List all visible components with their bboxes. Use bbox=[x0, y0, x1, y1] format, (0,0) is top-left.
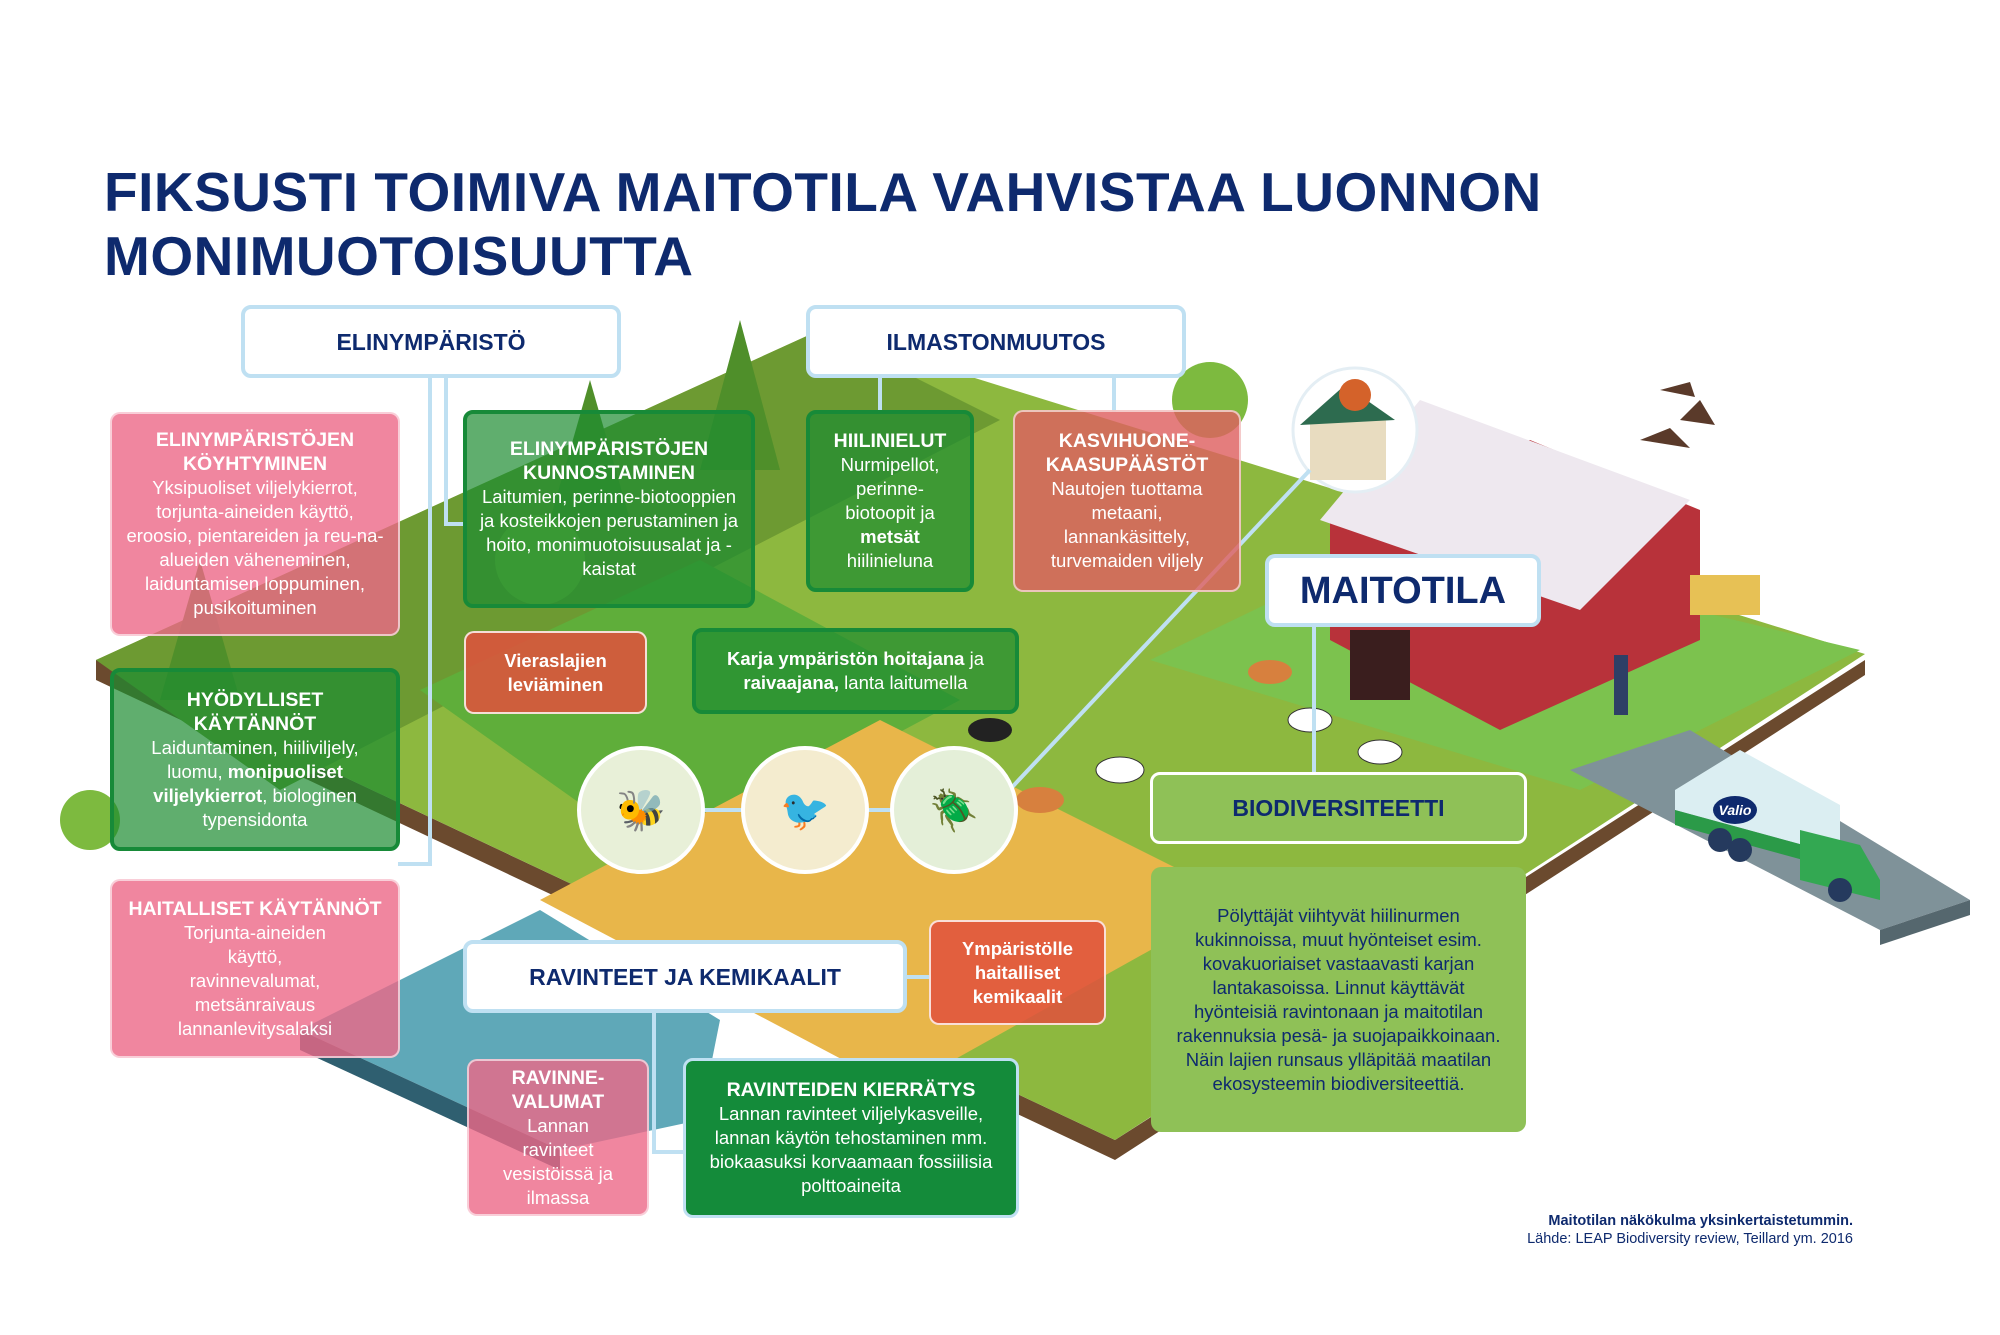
box-ymparistolle-haitalliset-kemikaalit: Ympäristölle haitalliset kemikaalit bbox=[929, 920, 1106, 1025]
box-kasvihuonekaasupaastot: KASVIHUONE-KAASUPÄÄSTÖT Nautojen tuottam… bbox=[1013, 410, 1241, 592]
box-text: Pölyttäjät viihtyvät hiilinurmen kukinno… bbox=[1176, 904, 1501, 1094]
header-elinymparisto: ELINYMPÄRISTÖ bbox=[241, 305, 621, 378]
box-haitalliset-kaytannot: HAITALLISET KÄYTÄNNÖT Torjunta-aineiden … bbox=[110, 879, 400, 1058]
text-bold: raivaajana, bbox=[743, 672, 840, 693]
text-bold: metsät bbox=[860, 526, 920, 547]
hay-bales bbox=[1690, 575, 1760, 615]
farmer bbox=[1614, 655, 1628, 715]
header-label: MAITOTILA bbox=[1299, 569, 1507, 612]
box-heading: HAITALLISET KÄYTÄNNÖT bbox=[128, 897, 382, 920]
cows bbox=[968, 660, 1403, 813]
connector bbox=[652, 1150, 684, 1154]
text-bold: Karja ympäristön hoitajana bbox=[726, 648, 965, 669]
connector bbox=[1112, 378, 1116, 412]
text-part: , biologinen typensidonta bbox=[202, 784, 357, 830]
box-text: Laiduntaminen, hiiliviljely, luomu, moni… bbox=[126, 736, 384, 832]
header-ravinteet-ja-kemikaalit: RAVINTEET JA KEMIKAALIT bbox=[463, 940, 907, 1013]
box-heading: KASVIHUONE-KAASUPÄÄSTÖT bbox=[1045, 430, 1209, 476]
milk-truck: Valio bbox=[1675, 750, 1880, 902]
footnote-source: Lähde: LEAP Biodiversity review, Teillar… bbox=[1527, 1231, 1853, 1247]
box-heading: HYÖDYLLISET KÄYTÄNNÖT bbox=[186, 688, 324, 735]
text-part: ja bbox=[964, 648, 985, 669]
connector bbox=[905, 975, 931, 979]
box-text: Nautojen tuottama metaani, lannankäsitte… bbox=[1050, 478, 1204, 571]
birdhouse bbox=[1291, 366, 1419, 494]
connector bbox=[878, 378, 882, 412]
title-line-1: FIKSUSTI TOIMIVA MAITOTILA VAHVISTAA LUO… bbox=[104, 161, 1542, 223]
text-part: lanta laitumella bbox=[839, 672, 968, 693]
header-label: ELINYMPÄRISTÖ bbox=[336, 328, 526, 355]
header-ilmastonmuutos: ILMASTONMUUTOS bbox=[806, 305, 1186, 378]
box-text: Lannan ravinteet vesistöissä ja ilmassa bbox=[502, 1114, 613, 1208]
box-ravinteiden-kierratys: RAVINTEIDEN KIERRÄTYS Lannan ravinteet v… bbox=[683, 1058, 1019, 1218]
box-text: Laitumien, perinne-biotooppien ja kostei… bbox=[479, 486, 739, 579]
box-heading: ELINYMPÄRISTÖJEN KUNNOSTAMINEN bbox=[509, 438, 709, 484]
circle-pollinators: 🐝 bbox=[577, 746, 705, 874]
box-text: Yksipuoliset viljelykierrot, torjunta-ai… bbox=[126, 477, 384, 618]
header-maitotila: MAITOTILA bbox=[1265, 554, 1541, 627]
header-label: BIODIVERSITEETTI bbox=[1232, 795, 1445, 821]
text-part: Laiduntaminen, hiiliviljely, luomu, bbox=[151, 736, 359, 782]
valio-logo: Valio bbox=[1719, 802, 1752, 818]
box-heading: ELINYMPÄRISTÖJEN KÖYHTYMINEN bbox=[155, 429, 355, 475]
title-line-2: MONIMUOTOISUUTTA bbox=[104, 225, 694, 287]
text-bold: monipuoliset viljelykierrot bbox=[153, 760, 343, 806]
box-biodiversiteetti-text: Pölyttäjät viihtyvät hiilinurmen kukinno… bbox=[1151, 867, 1526, 1132]
header-label: ILMASTONMUUTOS bbox=[886, 328, 1106, 355]
swallows bbox=[1608, 338, 1732, 462]
box-hiilinielut: HIILINIELUT Nurmipellot, perinne-biotoop… bbox=[806, 410, 974, 592]
connector bbox=[398, 862, 432, 866]
footnote: Maitotilan näkökulma yksinkertaistetummi… bbox=[1527, 1212, 1853, 1248]
box-heading: RAVINTEIDEN KIERRÄTYS bbox=[726, 1079, 976, 1101]
box-text: Torjunta-aineiden käyttö, ravinnevalumat… bbox=[177, 921, 333, 1039]
connector bbox=[652, 1012, 656, 1154]
box-ravinnevalumat: RAVINNE-VALUMAT Lannan ravinteet vesistö… bbox=[467, 1059, 649, 1216]
footnote-line-1: Maitotilan näkökulma yksinkertaistetummi… bbox=[1548, 1213, 1853, 1229]
circle-birds: 🐦 bbox=[741, 746, 869, 874]
header-label: RAVINTEET JA KEMIKAALIT bbox=[529, 963, 841, 990]
header-biodiversiteetti: BIODIVERSITEETTI bbox=[1150, 772, 1527, 844]
connector bbox=[444, 522, 464, 526]
box-vieraslajien-leviaminen: Vieraslajien leviäminen bbox=[464, 631, 647, 714]
box-karja: Karja ympäristön hoitajana ja raivaajana… bbox=[692, 628, 1019, 714]
beetle-icon: 🪲 bbox=[929, 788, 979, 833]
text-part: Nurmipellot, perinne-biotoopit ja bbox=[840, 454, 940, 523]
box-text: Karja ympäristön hoitajana ja raivaajana… bbox=[708, 647, 1003, 695]
bee-butterfly-icon: 🐝 bbox=[616, 788, 666, 833]
page-title: FIKSUSTI TOIMIVA MAITOTILA VAHVISTAA LUO… bbox=[104, 160, 1542, 288]
box-elinymparistojen-kunnostaminen: ELINYMPÄRISTÖJEN KUNNOSTAMINEN Laitumien… bbox=[463, 410, 755, 608]
box-text: Vieraslajien leviäminen bbox=[504, 649, 607, 695]
box-text: Lannan ravinteet viljelykasveille, lanna… bbox=[709, 1103, 993, 1196]
box-heading: RAVINNE-VALUMAT bbox=[511, 1066, 605, 1113]
box-text: Ympäristölle haitalliset kemikaalit bbox=[961, 937, 1074, 1007]
box-heading: HIILINIELUT bbox=[833, 430, 947, 452]
blackbird-icon: 🐦 bbox=[780, 788, 830, 833]
connector bbox=[1312, 627, 1316, 774]
box-text: Nurmipellot, perinne-biotoopit ja metsät… bbox=[822, 453, 958, 573]
text-part: hiilinieluna bbox=[846, 550, 934, 571]
box-elinymparistojen-koyhtyminen: ELINYMPÄRISTÖJEN KÖYHTYMINEN Yksipuolise… bbox=[110, 412, 400, 636]
circle-beetles: 🪲 bbox=[890, 746, 1018, 874]
connector-birdhouse bbox=[998, 468, 1312, 802]
connector bbox=[444, 378, 448, 524]
road-side bbox=[1880, 900, 1970, 945]
box-hyodylliset-kaytannot: HYÖDYLLISET KÄYTÄNNÖT Laiduntaminen, hii… bbox=[110, 668, 400, 851]
connector bbox=[428, 378, 432, 865]
